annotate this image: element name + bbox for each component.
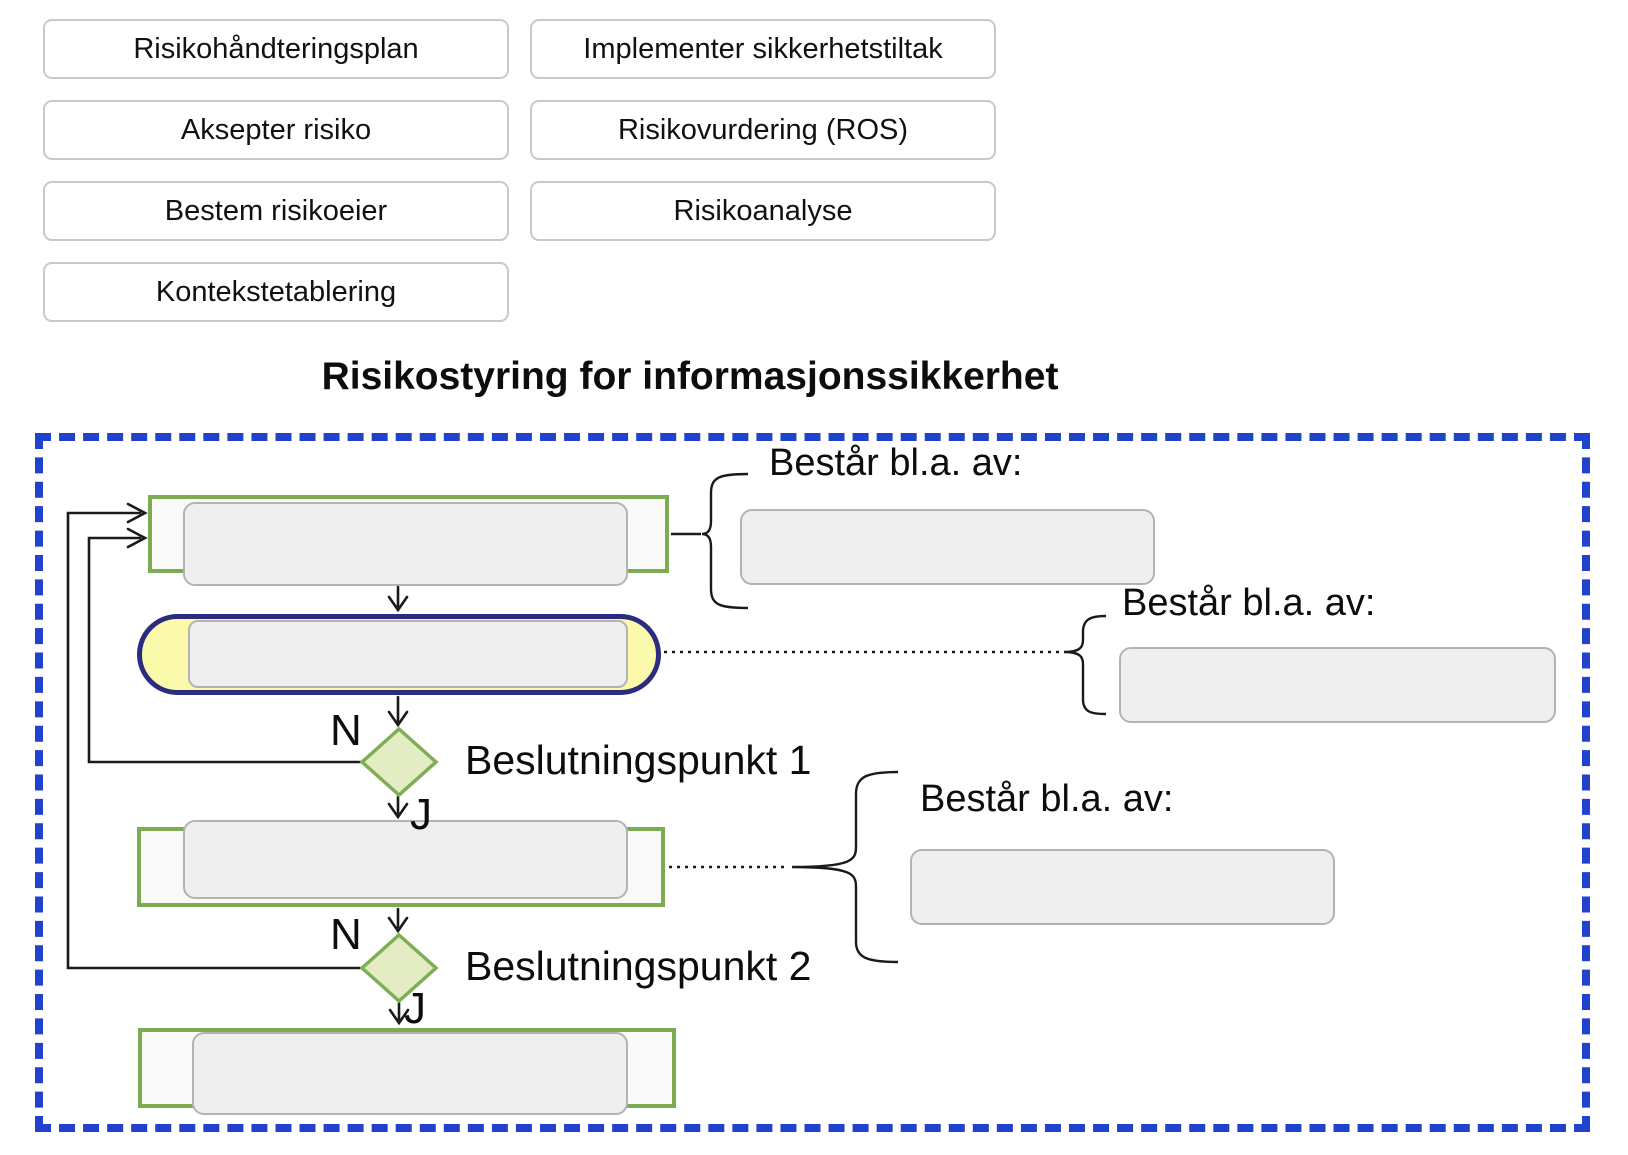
- drop-zone-step-4[interactable]: [192, 1032, 628, 1115]
- drop-zone-step-2[interactable]: [188, 620, 628, 688]
- drop-zone-step-3[interactable]: [183, 820, 628, 899]
- option-chip-bestem-risikoeier[interactable]: Bestem risikoeier: [43, 181, 509, 241]
- option-chip-risikohandteringsplan[interactable]: Risikohåndteringsplan: [43, 19, 509, 79]
- decision-1-label: Beslutningspunkt 1: [465, 737, 812, 783]
- drop-zone-side-1[interactable]: [740, 509, 1155, 585]
- decision-1-yes-label: J: [410, 790, 432, 839]
- option-chip-risikoanalyse[interactable]: Risikoanalyse: [530, 181, 996, 241]
- side-label-2: Består bl.a. av:: [1122, 582, 1376, 624]
- option-chip-risikovurdering-ros[interactable]: Risikovurdering (ROS): [530, 100, 996, 160]
- decision-2-label: Beslutningspunkt 2: [465, 943, 812, 989]
- option-chip-aksepter-risiko[interactable]: Aksepter risiko: [43, 100, 509, 160]
- drop-zone-side-2[interactable]: [1119, 647, 1556, 723]
- side-label-3: Består bl.a. av:: [920, 778, 1174, 820]
- diagram-title: Risikostyring for informasjonssikkerhet: [321, 355, 1059, 398]
- drop-zone-side-3[interactable]: [910, 849, 1335, 925]
- diagram-frame: [35, 433, 1590, 1132]
- side-label-1: Består bl.a. av:: [769, 442, 1023, 484]
- decision-2-yes-label: J: [404, 984, 426, 1033]
- option-chip-kontekstetablering[interactable]: Kontekstetablering: [43, 262, 509, 322]
- decision-2-no-label: N: [330, 910, 362, 959]
- option-chip-implementer-sikkerhetstiltak[interactable]: Implementer sikkerhetstiltak: [530, 19, 996, 79]
- decision-1-no-label: N: [330, 706, 362, 755]
- drop-zone-step-1[interactable]: [183, 502, 628, 586]
